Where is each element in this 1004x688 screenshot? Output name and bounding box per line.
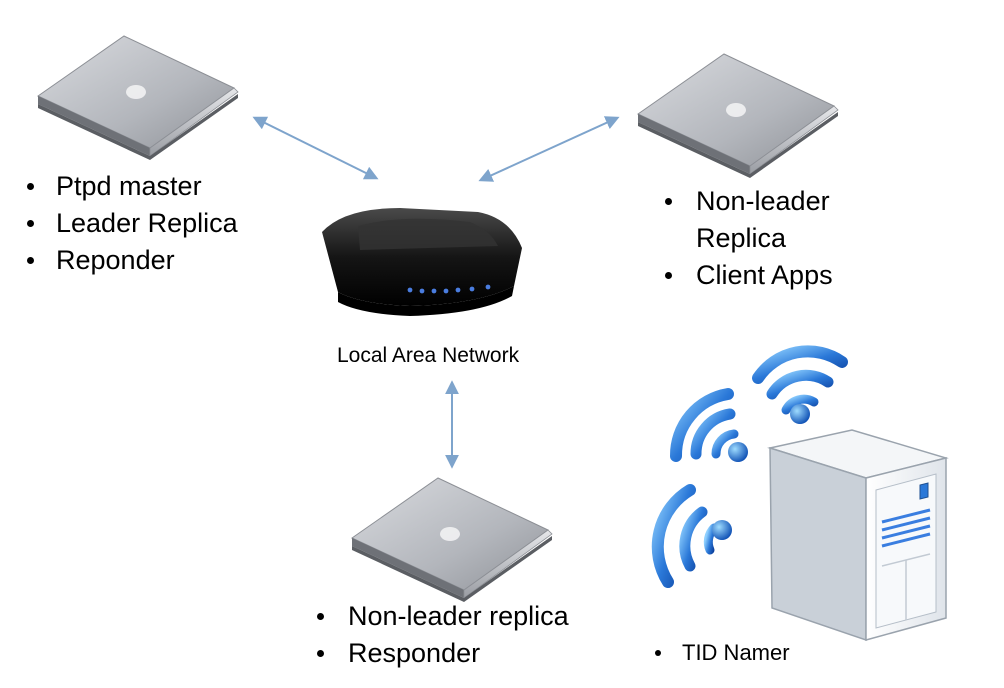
wifi-icon xyxy=(651,484,719,588)
server-icon xyxy=(767,429,949,642)
list-item: Leader Replica xyxy=(22,205,238,242)
laptop-icon xyxy=(351,477,553,603)
list-item: Client Apps xyxy=(660,257,890,294)
wifi-icon xyxy=(669,388,739,462)
router-icon xyxy=(322,208,522,316)
top-left-node-list: Ptpd master Leader Replica Reponder xyxy=(22,168,238,279)
arrow-top-left xyxy=(252,116,379,180)
arrow-top-right xyxy=(478,116,620,182)
wifi-icon xyxy=(752,345,848,415)
top-right-node-list: Non-leader Replica Client Apps xyxy=(660,183,890,294)
list-item: Ptpd master xyxy=(22,168,238,205)
wifi-icon xyxy=(790,404,810,424)
list-item: Reponder xyxy=(22,242,238,279)
wifi-icon xyxy=(728,442,748,462)
lan-label: Local Area Network xyxy=(337,344,520,367)
server-node-list: TID Namer xyxy=(650,638,790,668)
list-item: Non-leader replica xyxy=(312,598,569,635)
list-item: Non-leader Replica xyxy=(660,183,890,257)
list-item: TID Namer xyxy=(650,638,790,668)
laptop-icon xyxy=(637,53,839,179)
laptop-icon xyxy=(37,35,239,161)
list-item: Responder xyxy=(312,635,569,672)
bottom-node-list: Non-leader replica Responder xyxy=(312,598,569,672)
wifi-icon xyxy=(712,520,732,540)
